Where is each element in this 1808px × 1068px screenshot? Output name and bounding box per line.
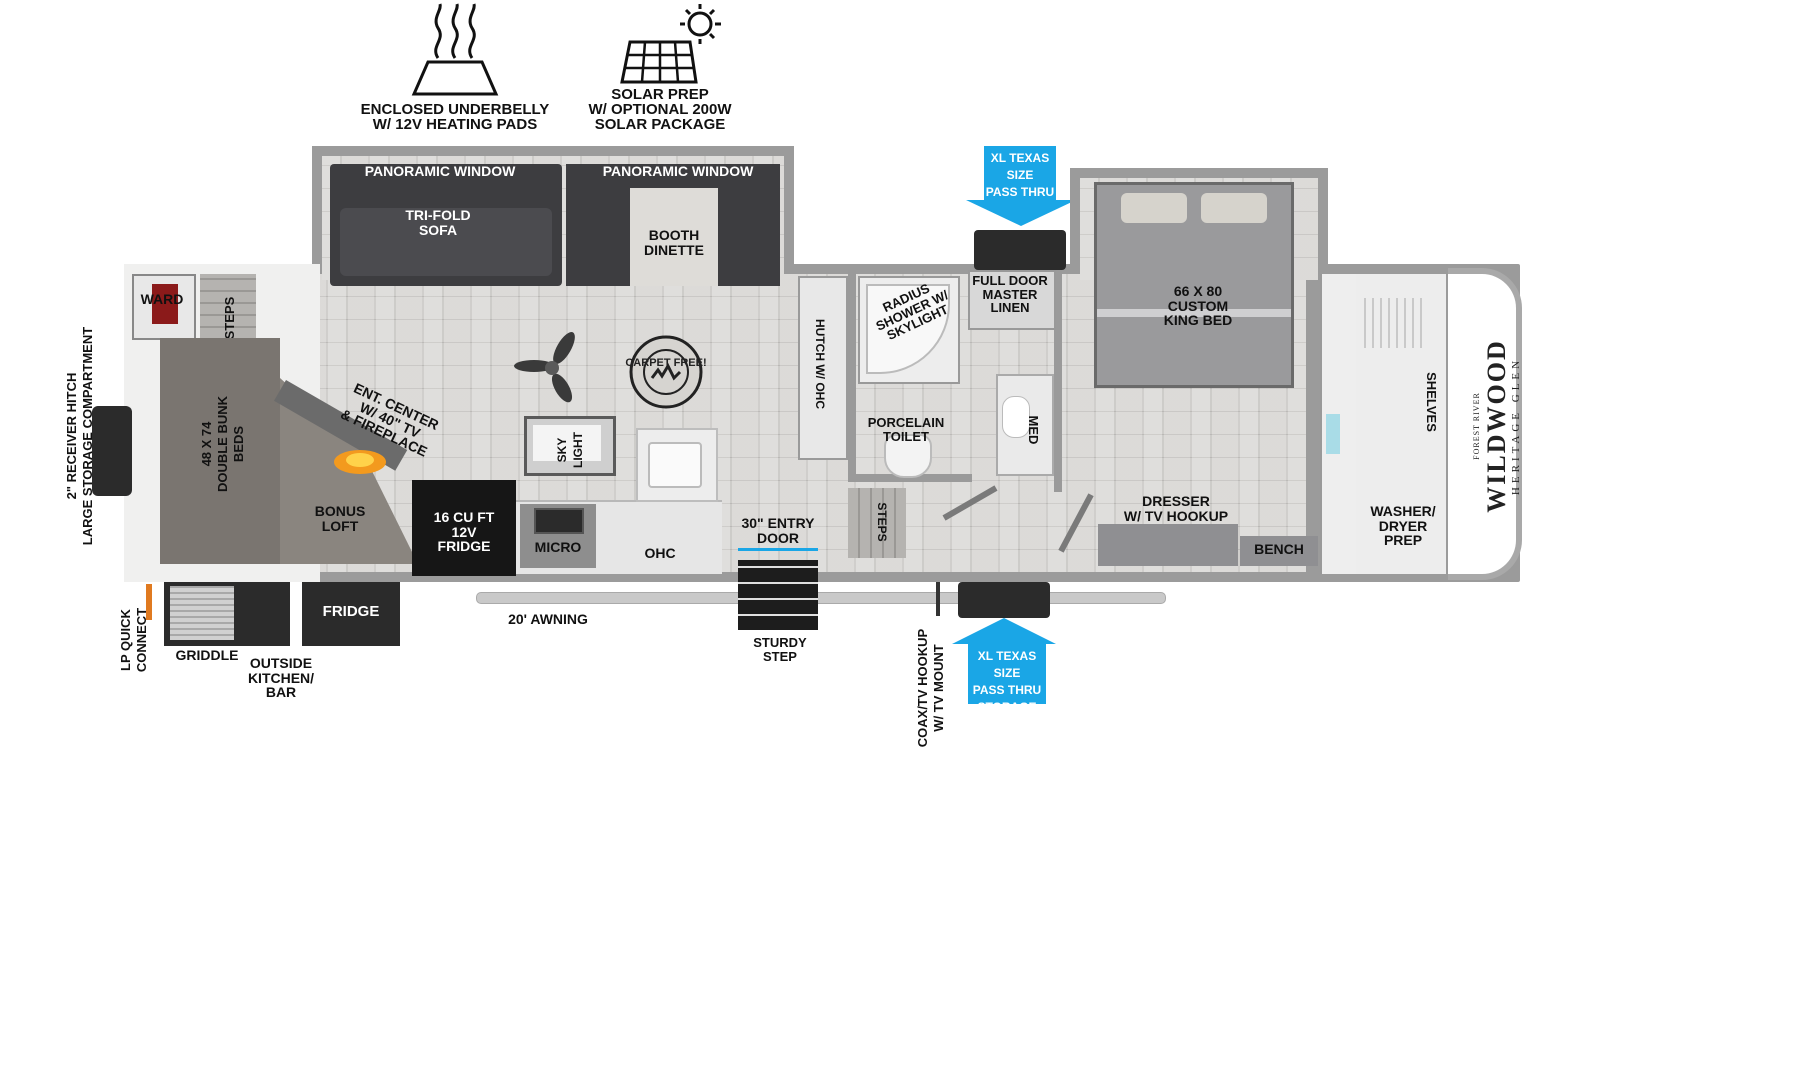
awning-label: 20' AWNING	[508, 611, 588, 627]
king-bed	[1094, 182, 1294, 388]
top-pass-thru-door	[974, 230, 1066, 270]
awning-bar	[476, 592, 1166, 604]
top-storage-callout: XL TEXAS SIZE PASS THRU STORAGE	[984, 146, 1056, 216]
bonus-loft-label: BONUS LOFT	[314, 503, 366, 534]
dresser-label: DRESSER W/ TV HOOKUP	[1123, 493, 1229, 524]
ceiling-fan-icon	[514, 332, 575, 403]
kitchen-sink	[636, 428, 718, 502]
bath-wall-right	[1054, 270, 1062, 492]
entry-door-label: 30" ENTRY DOOR	[741, 515, 815, 546]
hutch-label: HUTCH W/ OHC	[813, 319, 827, 409]
shelves-label: SHELVES	[1424, 372, 1439, 432]
full-door-linen-label: FULL DOOR MASTER LINEN	[972, 273, 1048, 316]
rear-steps	[848, 488, 906, 558]
panoramic-window-1-label: PANORAMIC WINDOW	[364, 163, 516, 179]
receiver-hitch-label: 2" RECEIVER HITCH LARGE STORAGE COMPARTM…	[64, 326, 95, 546]
coax-label: COAX/TV HOOKUP W/ TV MOUNT	[915, 628, 946, 748]
tri-fold-sofa-label: TRI-FOLD SOFA	[405, 207, 471, 238]
double-bunk-beds	[160, 338, 280, 564]
booth-dinette	[566, 164, 780, 286]
bottom-storage-callout: XL TEXAS SIZE PASS THRU STORAGE	[968, 644, 1046, 714]
outside-fridge-label: FRIDGE	[322, 603, 380, 620]
outside-kitchen-label: OUTSIDE KITCHEN/ BAR	[247, 655, 315, 701]
sturdy-step	[738, 560, 818, 630]
closet-doors	[1320, 274, 1356, 574]
bath-wall-bottom	[848, 474, 972, 482]
griddle-label: GRIDDLE	[175, 647, 239, 663]
porcelain-toilet-label: PORCELAIN TOILET	[867, 415, 945, 444]
brand-name: WILDWOOD	[1482, 339, 1511, 513]
brand-logo: FOREST RIVER WILDWOOD HERITAGE GLEN	[1466, 306, 1522, 546]
fireplace-flame-icon	[334, 450, 386, 474]
front-steps	[200, 274, 256, 338]
brand-sub: HERITAGE GLEN	[1510, 356, 1522, 496]
rear-steps-label: STEPS	[875, 502, 889, 542]
lp-quick-connect-label: LP QUICK CONNECT	[118, 607, 149, 673]
booth-dinette-label: BOOTH DINETTE	[644, 227, 704, 258]
radius-shower	[858, 276, 960, 384]
micro-label: MICRO	[534, 539, 582, 555]
ohc-label: OHC	[644, 545, 676, 561]
ward-label: WARD	[140, 291, 184, 307]
panoramic-window-2-label: PANORAMIC WINDOW	[602, 163, 754, 179]
receiver-hitch	[92, 406, 132, 496]
bench-label: BENCH	[1254, 541, 1304, 557]
porcelain-toilet	[884, 434, 932, 478]
down-arrow-icon	[966, 200, 1076, 226]
bench	[1240, 536, 1318, 566]
microwave	[520, 504, 596, 568]
hutch	[798, 276, 848, 460]
carpet-free-badge-icon	[629, 335, 703, 409]
master-linen	[968, 270, 1056, 330]
heat-waves-icon	[411, 3, 499, 96]
king-bed-label: 66 X 80 CUSTOM KING BED	[1163, 283, 1233, 329]
outside-fridge	[302, 582, 400, 646]
washer-dryer-label: WASHER/ DRYER PREP	[1370, 503, 1436, 549]
entry-door-width-marker	[738, 548, 818, 551]
brand-small-line: FOREST RIVER	[1472, 392, 1481, 460]
bottom-pass-thru-door	[958, 582, 1050, 618]
dresser	[1098, 524, 1238, 566]
skylight	[524, 416, 616, 476]
wardrobe	[132, 274, 196, 340]
solar-panel-sun-icon	[620, 4, 721, 84]
tri-fold-sofa	[330, 164, 562, 286]
sturdy-step-label: STURDY STEP	[753, 635, 807, 664]
double-bunk-label: 48 X 74 DOUBLE BUNK BEDS	[199, 395, 246, 493]
underbelly-feature-label: ENCLOSED UNDERBELLY W/ 12V HEATING PADS	[360, 101, 550, 133]
up-arrow-icon	[952, 618, 1056, 644]
fridge-12v	[412, 480, 516, 576]
closet-shelves	[1356, 274, 1446, 574]
carpet-free-label: CARPET FREE!	[625, 357, 707, 369]
solar-feature-label: SOLAR PREP W/ OPTIONAL 200W SOLAR PACKAG…	[588, 86, 732, 133]
front-cap	[1448, 268, 1522, 580]
coax-hookup-line	[936, 582, 940, 616]
fridge-12v-label: 16 CU FT 12V FRIDGE	[433, 509, 495, 555]
skylight-label: SKY LIGHT	[555, 432, 585, 468]
medicine-cabinet	[996, 374, 1054, 476]
lp-quick-connect-hose	[146, 584, 152, 620]
med-label: MED	[1026, 415, 1041, 445]
outside-kitchen	[164, 582, 290, 646]
bath-wall-left	[848, 270, 856, 482]
